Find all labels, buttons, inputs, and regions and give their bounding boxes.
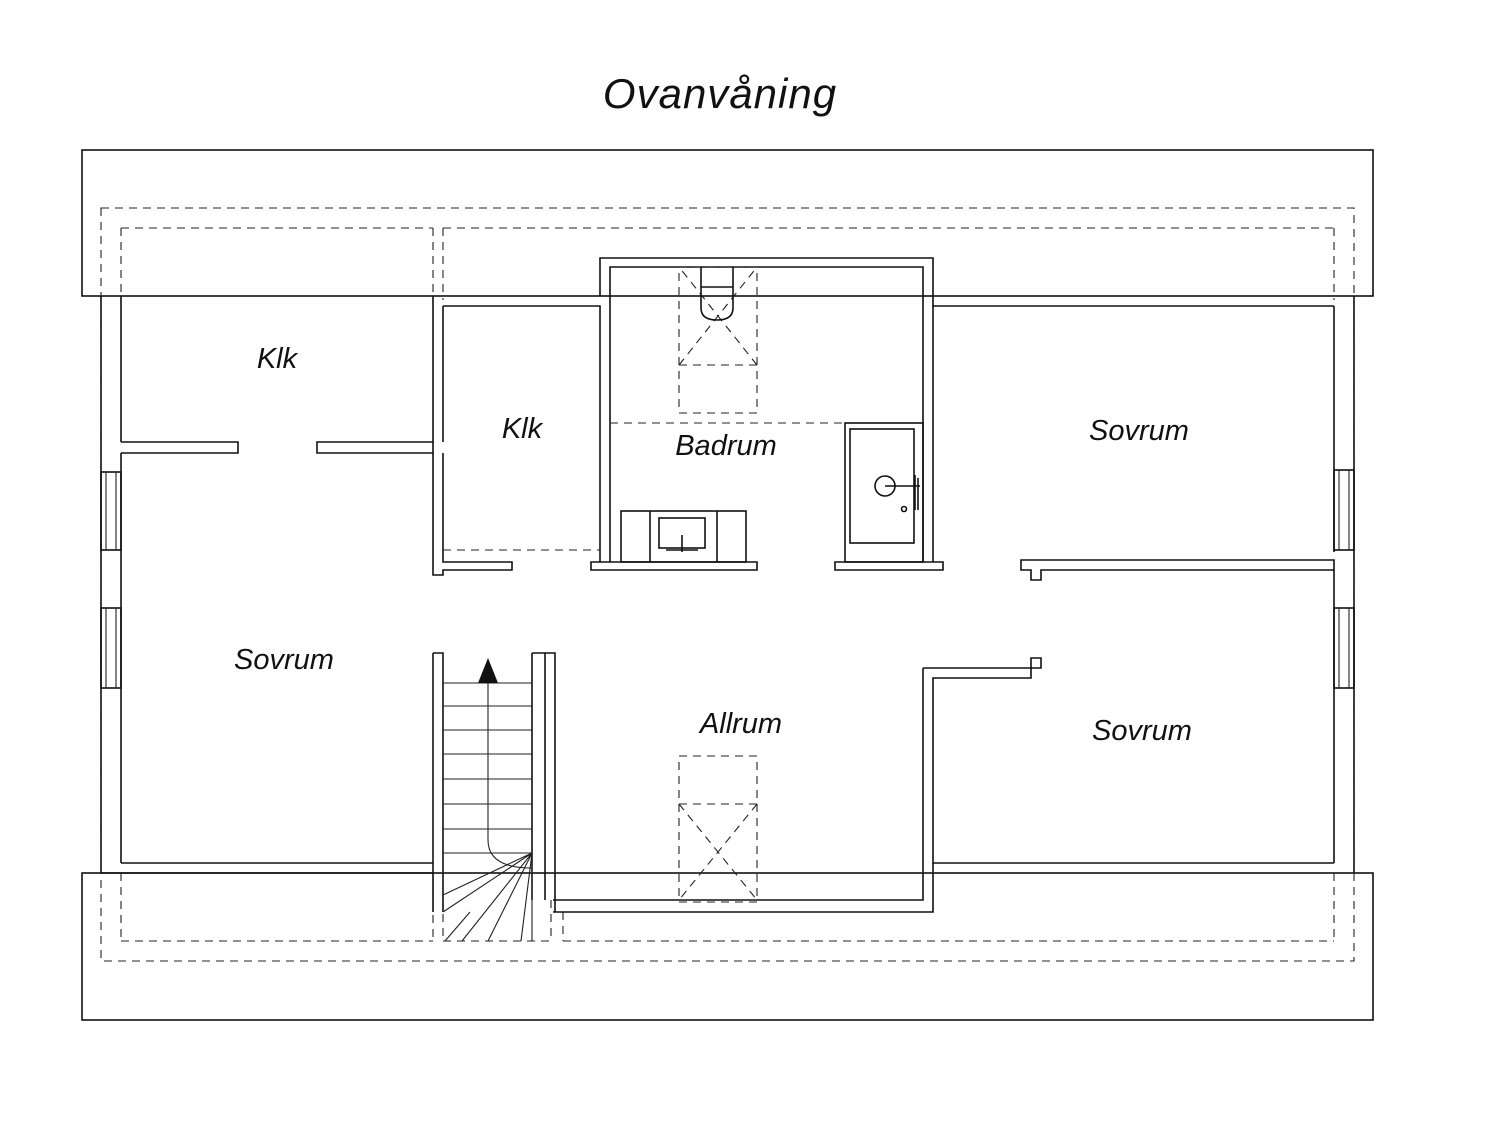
- roof-band-top: [81, 149, 1374, 297]
- exterior-walls: [100, 296, 1355, 873]
- roof-outline-dashed: [100, 207, 1355, 962]
- window-left-1: [100, 471, 122, 551]
- staircase: [432, 652, 556, 942]
- roof-band-bottom: [81, 872, 1374, 1021]
- room-label-badrum: Badrum: [675, 430, 777, 462]
- window-right-1: [1333, 469, 1355, 551]
- room-label-sovrum-left: Sovrum: [234, 644, 334, 676]
- sink-icon: [620, 510, 747, 563]
- room-label-sovrum-bottom-right: Sovrum: [1092, 715, 1192, 747]
- room-label-allrum: Allrum: [698, 708, 782, 740]
- room-label-klk-left: Klk: [257, 343, 299, 375]
- window-right-2: [1333, 607, 1355, 689]
- room-label-sovrum-top-right: Sovrum: [1089, 415, 1189, 447]
- toilet-icon: [678, 266, 758, 414]
- window-left-2: [100, 607, 122, 689]
- plan-title: Ovanvåning: [602, 70, 838, 117]
- stair-direction-arrow-icon: [478, 658, 498, 683]
- shower-icon: [844, 422, 924, 563]
- room-label-klk-middle: Klk: [502, 413, 544, 445]
- roof-hatch: [678, 755, 758, 903]
